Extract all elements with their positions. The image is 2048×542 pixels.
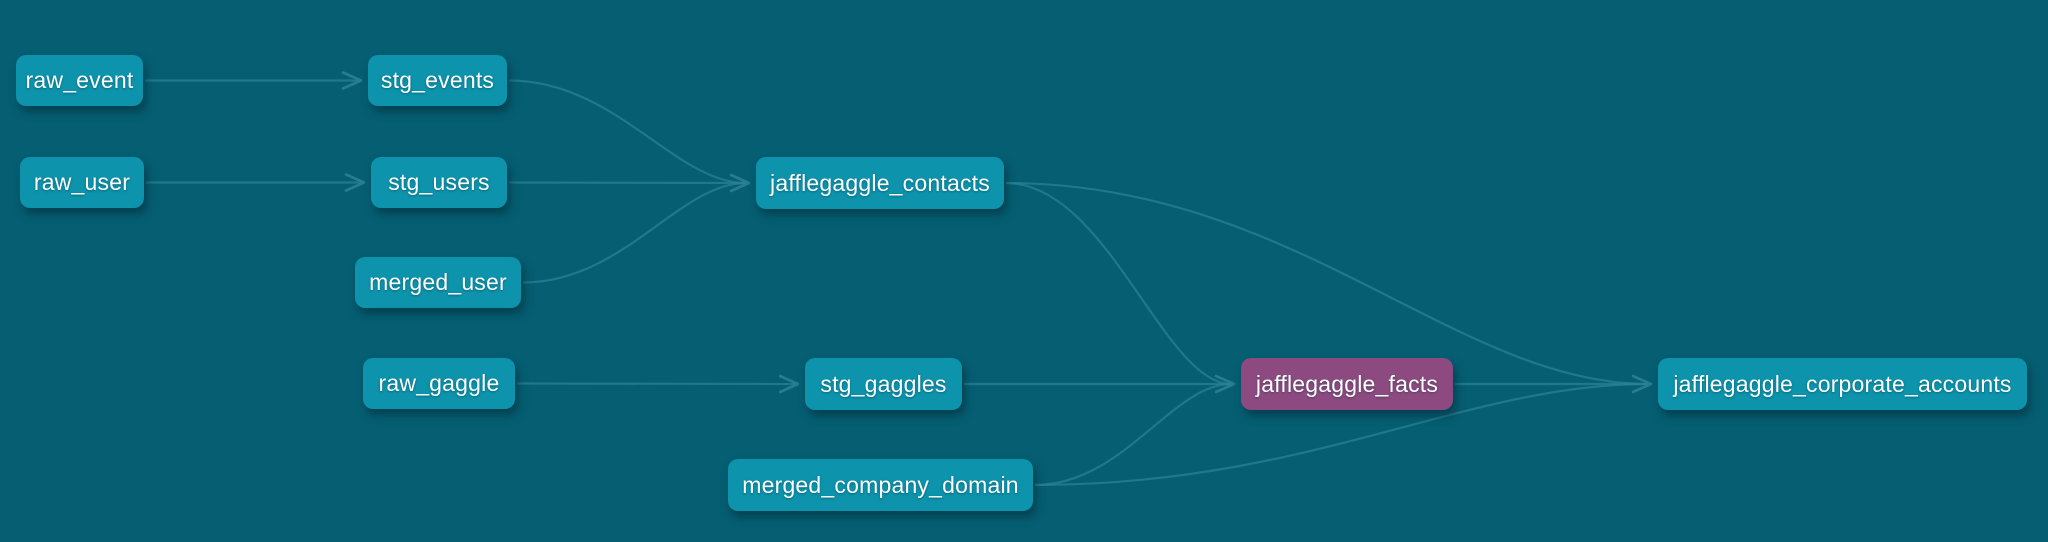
node-raw_event[interactable]: raw_event (16, 55, 143, 106)
arrowhead-into-jafflegaggle_facts (1214, 374, 1236, 394)
edge-jafflegaggle_contacts-to-jafflegaggle_corporate_accounts (1005, 181, 1649, 386)
arrowhead-into-stg_gaggles (778, 374, 800, 394)
edge-merged_company_domain-to-jafflegaggle_facts (1034, 382, 1232, 487)
edge-merged_user-to-jafflegaggle_contacts (522, 181, 747, 284)
node-stg_users[interactable]: stg_users (371, 157, 507, 208)
arrowhead-into-stg_events (341, 71, 363, 90)
node-stg_events[interactable]: stg_events (368, 55, 507, 106)
arrowhead-into-jafflegaggle_contacts (729, 173, 751, 193)
edge-jafflegaggle_contacts-to-jafflegaggle_facts (1005, 181, 1232, 386)
node-raw_user[interactable]: raw_user (20, 157, 144, 208)
node-merged_user[interactable]: merged_user (355, 257, 521, 308)
edge-stg_users-to-jafflegaggle_contacts (508, 181, 747, 185)
arrowhead-into-jafflegaggle_corporate_accounts (1631, 374, 1653, 394)
node-raw_gaggle[interactable]: raw_gaggle (363, 358, 515, 409)
edge-raw_gaggle-to-stg_gaggles (516, 382, 796, 386)
edge-merged_company_domain-to-jafflegaggle_corporate_accounts (1034, 382, 1649, 487)
arrowhead-into-stg_users (344, 173, 366, 192)
node-stg_gaggles[interactable]: stg_gaggles (805, 358, 962, 410)
node-jafflegaggle_corporate_accounts[interactable]: jafflegaggle_corporate_accounts (1658, 358, 2027, 410)
edge-stg_events-to-jafflegaggle_contacts (508, 79, 747, 185)
node-jafflegaggle_facts[interactable]: jafflegaggle_facts (1241, 358, 1453, 410)
node-jafflegaggle_contacts[interactable]: jafflegaggle_contacts (756, 157, 1004, 209)
node-merged_company_domain[interactable]: merged_company_domain (728, 459, 1033, 511)
